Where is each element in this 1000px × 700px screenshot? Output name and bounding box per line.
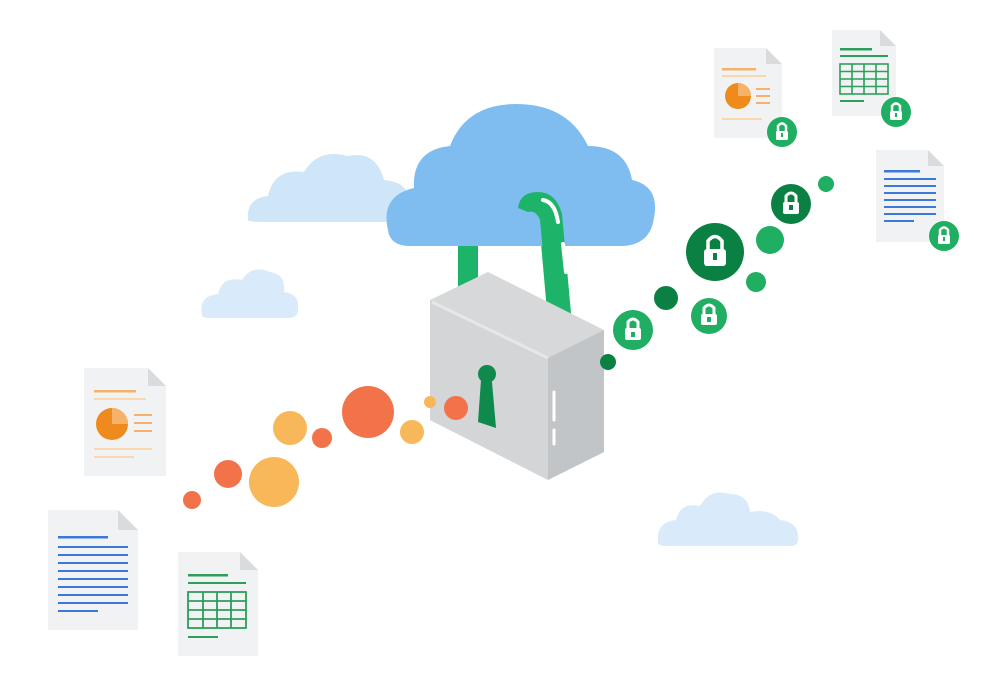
text-document-locked-icon [876,150,959,251]
small-lock-icon [881,97,911,127]
small-lock-icon [613,310,653,350]
small-lock-icon [771,184,811,224]
background-cloud-left [247,154,411,222]
background-cloud-bottom-right [657,492,799,546]
unencrypted-data-particles [183,386,468,509]
small-lock-icon [929,221,959,251]
small-lock-icon [767,117,797,147]
report-document-icon [84,368,166,476]
cloud-icon [386,104,656,246]
spreadsheet-document-locked-icon [832,30,911,127]
keyhole-icon [478,365,496,428]
small-lock-icon [686,223,744,281]
encrypted-data-particles [600,176,834,370]
small-lock-icon [691,298,727,334]
report-document-locked-icon [714,48,797,147]
spreadsheet-document-icon [178,552,258,656]
padlock-icon [430,272,604,480]
text-document-icon [48,510,138,630]
background-cloud-small [201,269,299,318]
